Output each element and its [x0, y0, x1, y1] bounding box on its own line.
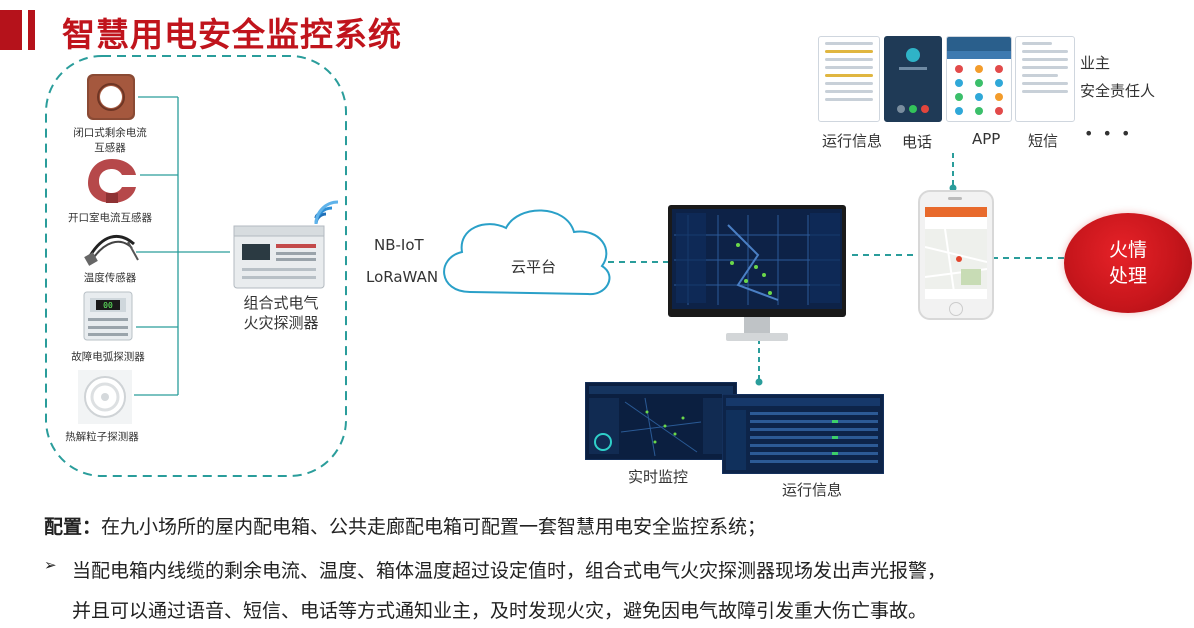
sensor-label-closed-ct: 闭口式剩余电流 互感器	[73, 127, 147, 154]
wireless-signal-icon	[310, 198, 346, 230]
cloud-platform-label: 云平台	[511, 258, 557, 276]
detector-label: 组合式电气 火灾探测器	[243, 294, 319, 332]
page-title: 智慧用电安全监控系统	[62, 15, 402, 54]
pyrolysis-particle-detector-icon	[78, 370, 132, 424]
svg-text:00: 00	[103, 301, 113, 310]
sensor-bus	[134, 96, 230, 396]
open-current-transformer-icon	[84, 153, 140, 207]
arc-fault-detector-icon: 00	[80, 290, 136, 342]
screen-label-realtime: 实时监控	[628, 468, 689, 486]
sensor-group-outline	[45, 55, 347, 477]
realtime-monitor-screen	[584, 381, 738, 461]
notify-more: • • •	[1084, 124, 1133, 143]
temperature-sensor-icon	[82, 226, 140, 268]
title-accent-bar-thin	[28, 10, 35, 50]
sensor-label-pyrolysis: 热解粒子探测器	[65, 431, 139, 443]
app-thumbnail	[946, 36, 1012, 122]
sensor-label-temperature: 温度传感器	[83, 272, 137, 284]
running-info-thumbnail	[818, 36, 880, 122]
protocol-nbiot: NB-IoT	[374, 236, 424, 254]
running-info-screen	[721, 393, 885, 475]
config-label: 配置：	[44, 516, 102, 538]
title-accent-bar	[0, 10, 22, 50]
screen-label-running-info: 运行信息	[782, 481, 843, 499]
description-line-1: 当配电箱内线缆的剩余电流、温度、箱体温度超过设定值时，组合式电气火灾探测器现场发…	[72, 560, 947, 582]
sensor-label-arc-fault: 故障电弧探测器	[71, 351, 145, 363]
protocol-lorawan: LoRaWAN	[366, 268, 439, 286]
recipient-owner: 业主	[1080, 54, 1111, 72]
config-paragraph: 配置：在九小场所的屋内配电箱、公共走廊配电箱可配置一套智慧用电安全监控系统；	[44, 512, 766, 539]
sms-thumbnail	[1015, 36, 1075, 122]
notify-label-phone: 电话	[902, 133, 933, 151]
closed-current-transformer-icon	[83, 72, 139, 122]
notify-label-running-info: 运行信息	[822, 132, 883, 150]
description-line-2: 并且可以通过语音、短信、电话等方式通知业主，及时发现火灾，避免因电气故障引发重大…	[72, 600, 928, 622]
phone-call-thumbnail	[884, 36, 942, 122]
recipient-safety-officer: 安全责任人	[1080, 82, 1156, 100]
bullet-marker: ➢	[44, 556, 57, 574]
cloud-shape	[443, 209, 611, 296]
notify-label-app: APP	[972, 130, 1001, 148]
config-text: 在九小场所的屋内配电箱、公共走廊配电箱可配置一套智慧用电安全监控系统；	[101, 516, 767, 538]
smartphone-icon	[918, 190, 994, 320]
monitor-icon	[668, 205, 846, 345]
sensor-label-open-ct: 开口室电流互感器	[68, 212, 152, 224]
notify-label-sms: 短信	[1028, 132, 1059, 150]
fire-handling-badge: 火情 处理	[1064, 213, 1192, 313]
combined-fire-detector-icon	[232, 224, 326, 290]
